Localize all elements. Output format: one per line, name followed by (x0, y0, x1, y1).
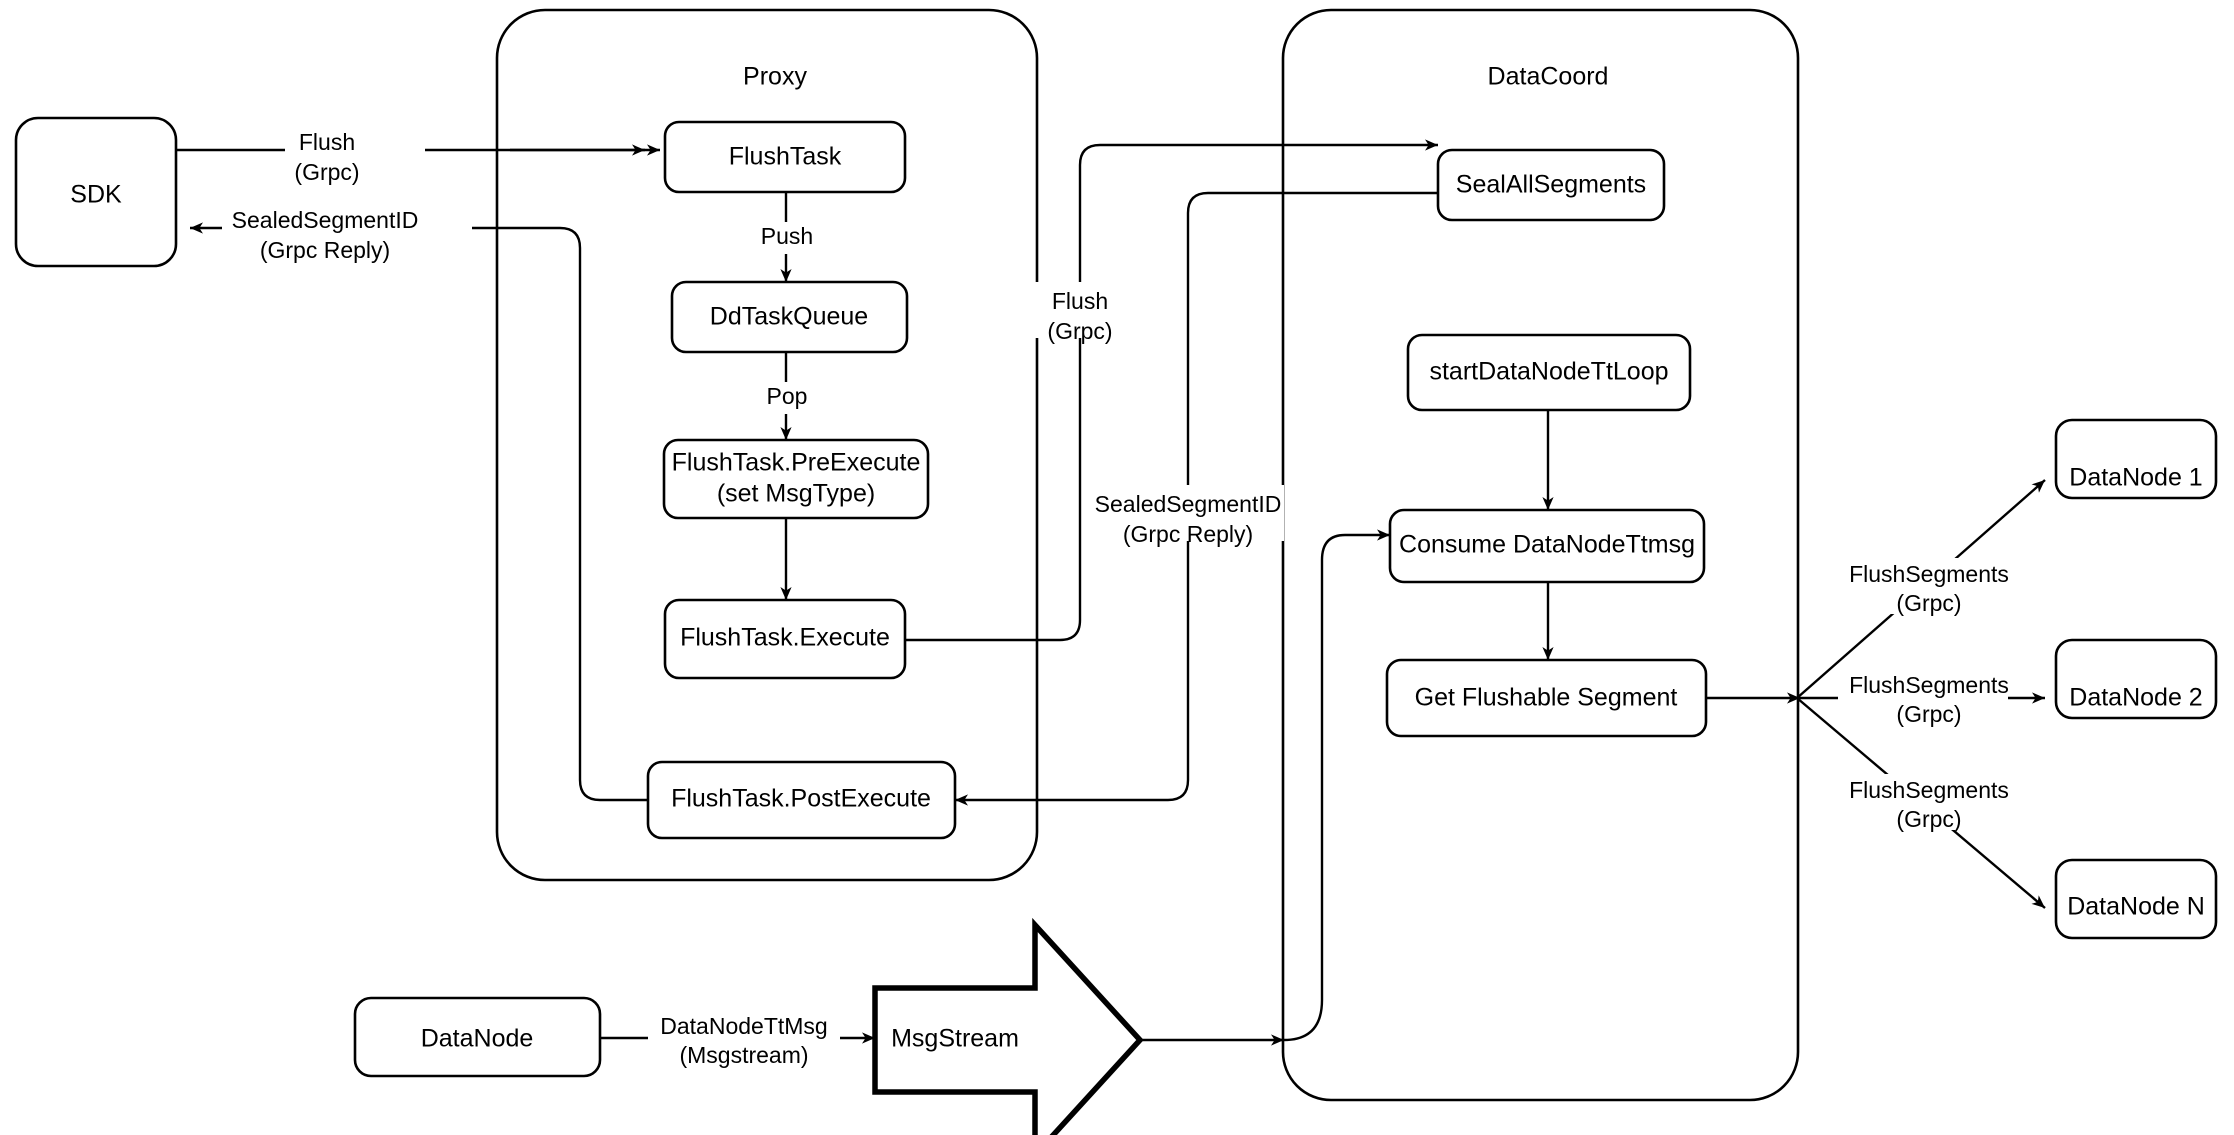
edge-label-bg-flushsegments-1 (1838, 558, 2008, 614)
node-msgstream-label: MsgStream (891, 1025, 1019, 1053)
edge-proxy-to-sdk-label-line2: (Grpc Reply) (260, 237, 390, 263)
edge-datanode2-label-line1: FlushSegments (1849, 672, 2009, 698)
node-flushtask-box[interactable] (663, 120, 907, 194)
node-datanode-1-box[interactable] (2054, 418, 2218, 500)
node-datanode-1-label: DataNode 1 (2069, 464, 2202, 492)
edge-msgstream-to-consume (1138, 529, 1390, 1046)
edge-pop-label: Pop (767, 383, 808, 409)
node-datanode-bottom-box[interactable] (353, 996, 602, 1078)
node-msgstream[interactable]: MsgStream (872, 917, 1144, 1135)
node-get-flushable-segment-label: Get Flushable Segment (1415, 684, 1678, 712)
edge-datanode1-label-line2: (Grpc) (1896, 590, 1961, 616)
edge-ddtaskqueue-to-preexecute: Pop (756, 352, 820, 440)
edge-flushtask-to-ddtaskqueue: Push (752, 192, 830, 282)
node-consume-datanodettmsg[interactable]: Consume DataNodeTtmsg (1388, 508, 1706, 584)
edge-datanoden-label-line1: FlushSegments (1849, 777, 2009, 803)
proxy-container-outline (495, 8, 1039, 882)
container-proxy: Proxy (495, 8, 1039, 882)
node-sdk-box[interactable] (14, 116, 178, 268)
edge-sdk-to-proxy-label-line1: Flush (299, 129, 355, 155)
edge-label-bg-datanodettmsg (648, 1010, 840, 1066)
node-flushtask-preexecute-box[interactable] (662, 438, 930, 520)
node-flushtask-execute-box[interactable] (663, 598, 907, 680)
edge-datanode-to-msgstream-label-line1: DataNodeTtMsg (660, 1013, 827, 1039)
datacoord-container-outline (1281, 8, 1800, 1102)
node-msgstream-block-arrow[interactable] (872, 917, 1144, 1135)
edge-proxy-to-datacoord-label-line2: (Grpc) (1047, 318, 1112, 344)
edge-datanode1-label-line1: FlushSegments (1849, 561, 2009, 587)
edge-junction-to-datanode2: FlushSegments (Grpc) (1797, 668, 2045, 727)
node-datanode-bottom[interactable]: DataNode (353, 996, 602, 1078)
node-datanode-2[interactable]: DataNode 2 (2054, 638, 2218, 720)
edge-msgstream-internal-path (1283, 529, 1390, 1042)
edge-push-label: Push (761, 223, 813, 249)
node-ddtaskqueue[interactable]: DdTaskQueue (670, 280, 909, 354)
edge-junction-to-datanode1: FlushSegments (Grpc) (1796, 479, 2046, 699)
edge-proxy-to-sdk-path (190, 222, 650, 802)
edge-datanode-to-msgstream-label-line2: (Msgstream) (679, 1042, 808, 1068)
edge-sealallsegments-to-postexecute: SealedSegmentID (Grpc Reply) (955, 191, 1438, 806)
node-flushtask-preexecute-label-line2: (set MsgType) (717, 480, 875, 508)
proxy-container-label: Proxy (743, 63, 807, 91)
datacoord-container-label: DataCoord (1488, 63, 1609, 91)
node-startdatanodettloop[interactable]: startDataNodeTtLoop (1406, 333, 1692, 412)
edge-label-bg-flush-grpc (285, 125, 425, 177)
edge-sdk-to-proxy-label-line2: (Grpc) (294, 159, 359, 185)
node-datanode-2-box[interactable] (2054, 638, 2218, 720)
node-sealallsegments[interactable]: SealAllSegments (1436, 148, 1666, 222)
node-flushtask-postexecute[interactable]: FlushTask.PostExecute (646, 760, 957, 840)
edge-label-bg-pop (756, 382, 820, 414)
edge-sdk-to-proxy: Flush (Grpc) (176, 125, 660, 185)
edge-datanoden-label-line2: (Grpc) (1896, 806, 1961, 832)
node-startdatanodettloop-box[interactable] (1406, 333, 1692, 412)
node-sealallsegments-box[interactable] (1436, 148, 1666, 222)
node-get-flushable-segment[interactable]: Get Flushable Segment (1385, 658, 1708, 738)
node-consume-datanodettmsg-label: Consume DataNodeTtmsg (1399, 531, 1695, 559)
node-flushtask-execute[interactable]: FlushTask.Execute (663, 598, 907, 680)
edge-proxy-to-datacoord-label-line1: Flush (1052, 288, 1108, 314)
edge-junction-to-datanoden: FlushSegments (Grpc) (1796, 697, 2046, 909)
node-flushtask-postexecute-label: FlushTask.PostExecute (671, 785, 931, 813)
node-sdk[interactable]: SDK (14, 116, 178, 268)
node-sdk-label: SDK (70, 181, 122, 209)
node-flushtask-label: FlushTask (729, 143, 842, 171)
edge-label-bg-sealedsegmentid-2 (1092, 485, 1284, 541)
node-flushtask-preexecute[interactable]: FlushTask.PreExecute (set MsgType) (662, 438, 930, 520)
node-ddtaskqueue-label: DdTaskQueue (710, 303, 868, 331)
node-datanode-2-label: DataNode 2 (2069, 684, 2202, 712)
node-datanode-n-label: DataNode N (2067, 893, 2205, 921)
node-flushtask[interactable]: FlushTask (663, 120, 907, 194)
node-consume-datanodettmsg-box[interactable] (1388, 508, 1706, 584)
node-datanode-n[interactable]: DataNode N (2054, 858, 2218, 940)
edge-label-bg-flushsegments-2 (1838, 668, 2008, 724)
node-datanode-bottom-label: DataNode (421, 1025, 534, 1053)
node-get-flushable-segment-box[interactable] (1385, 658, 1708, 738)
node-flushtask-preexecute-label-line1: FlushTask.PreExecute (672, 449, 921, 477)
edge-execute-to-sealallsegments-path (905, 139, 1438, 642)
edge-datacoord-to-proxy-label-line2: (Grpc Reply) (1123, 521, 1253, 547)
node-flushtask-postexecute-box[interactable] (646, 760, 957, 840)
edge-label-bg-flushsegments-n (1838, 774, 2008, 830)
edge-datanode-to-msgstream: DataNodeTtMsg (Msgstream) (600, 1010, 875, 1068)
node-ddtaskqueue-box[interactable] (670, 280, 909, 354)
edge-proxy-to-sdk-label-line1: SealedSegmentID (232, 207, 419, 233)
edge-datanode2-label-line2: (Grpc) (1896, 701, 1961, 727)
edge-label-bg-sealedsegmentid (222, 203, 472, 257)
edge-label-bg-flush-grpc-2 (1032, 282, 1128, 338)
edge-proxy-to-sdk: SealedSegmentID (Grpc Reply) (190, 203, 650, 802)
edge-datacoord-to-proxy-label-line1: SealedSegmentID (1095, 491, 1282, 517)
node-datanode-1[interactable]: DataNode 1 (2054, 418, 2218, 500)
edge-execute-to-sealallsegments: Flush (Grpc) (905, 139, 1438, 642)
edge-label-bg-push (752, 222, 830, 254)
fanout-junction-point (1796, 697, 1798, 699)
container-datacoord: DataCoord (1281, 8, 1800, 1102)
node-sealallsegments-label: SealAllSegments (1456, 171, 1646, 199)
node-startdatanodettloop-label: startDataNodeTtLoop (1429, 358, 1668, 386)
node-flushtask-execute-label: FlushTask.Execute (680, 624, 890, 652)
node-datanode-n-box[interactable] (2054, 858, 2218, 940)
